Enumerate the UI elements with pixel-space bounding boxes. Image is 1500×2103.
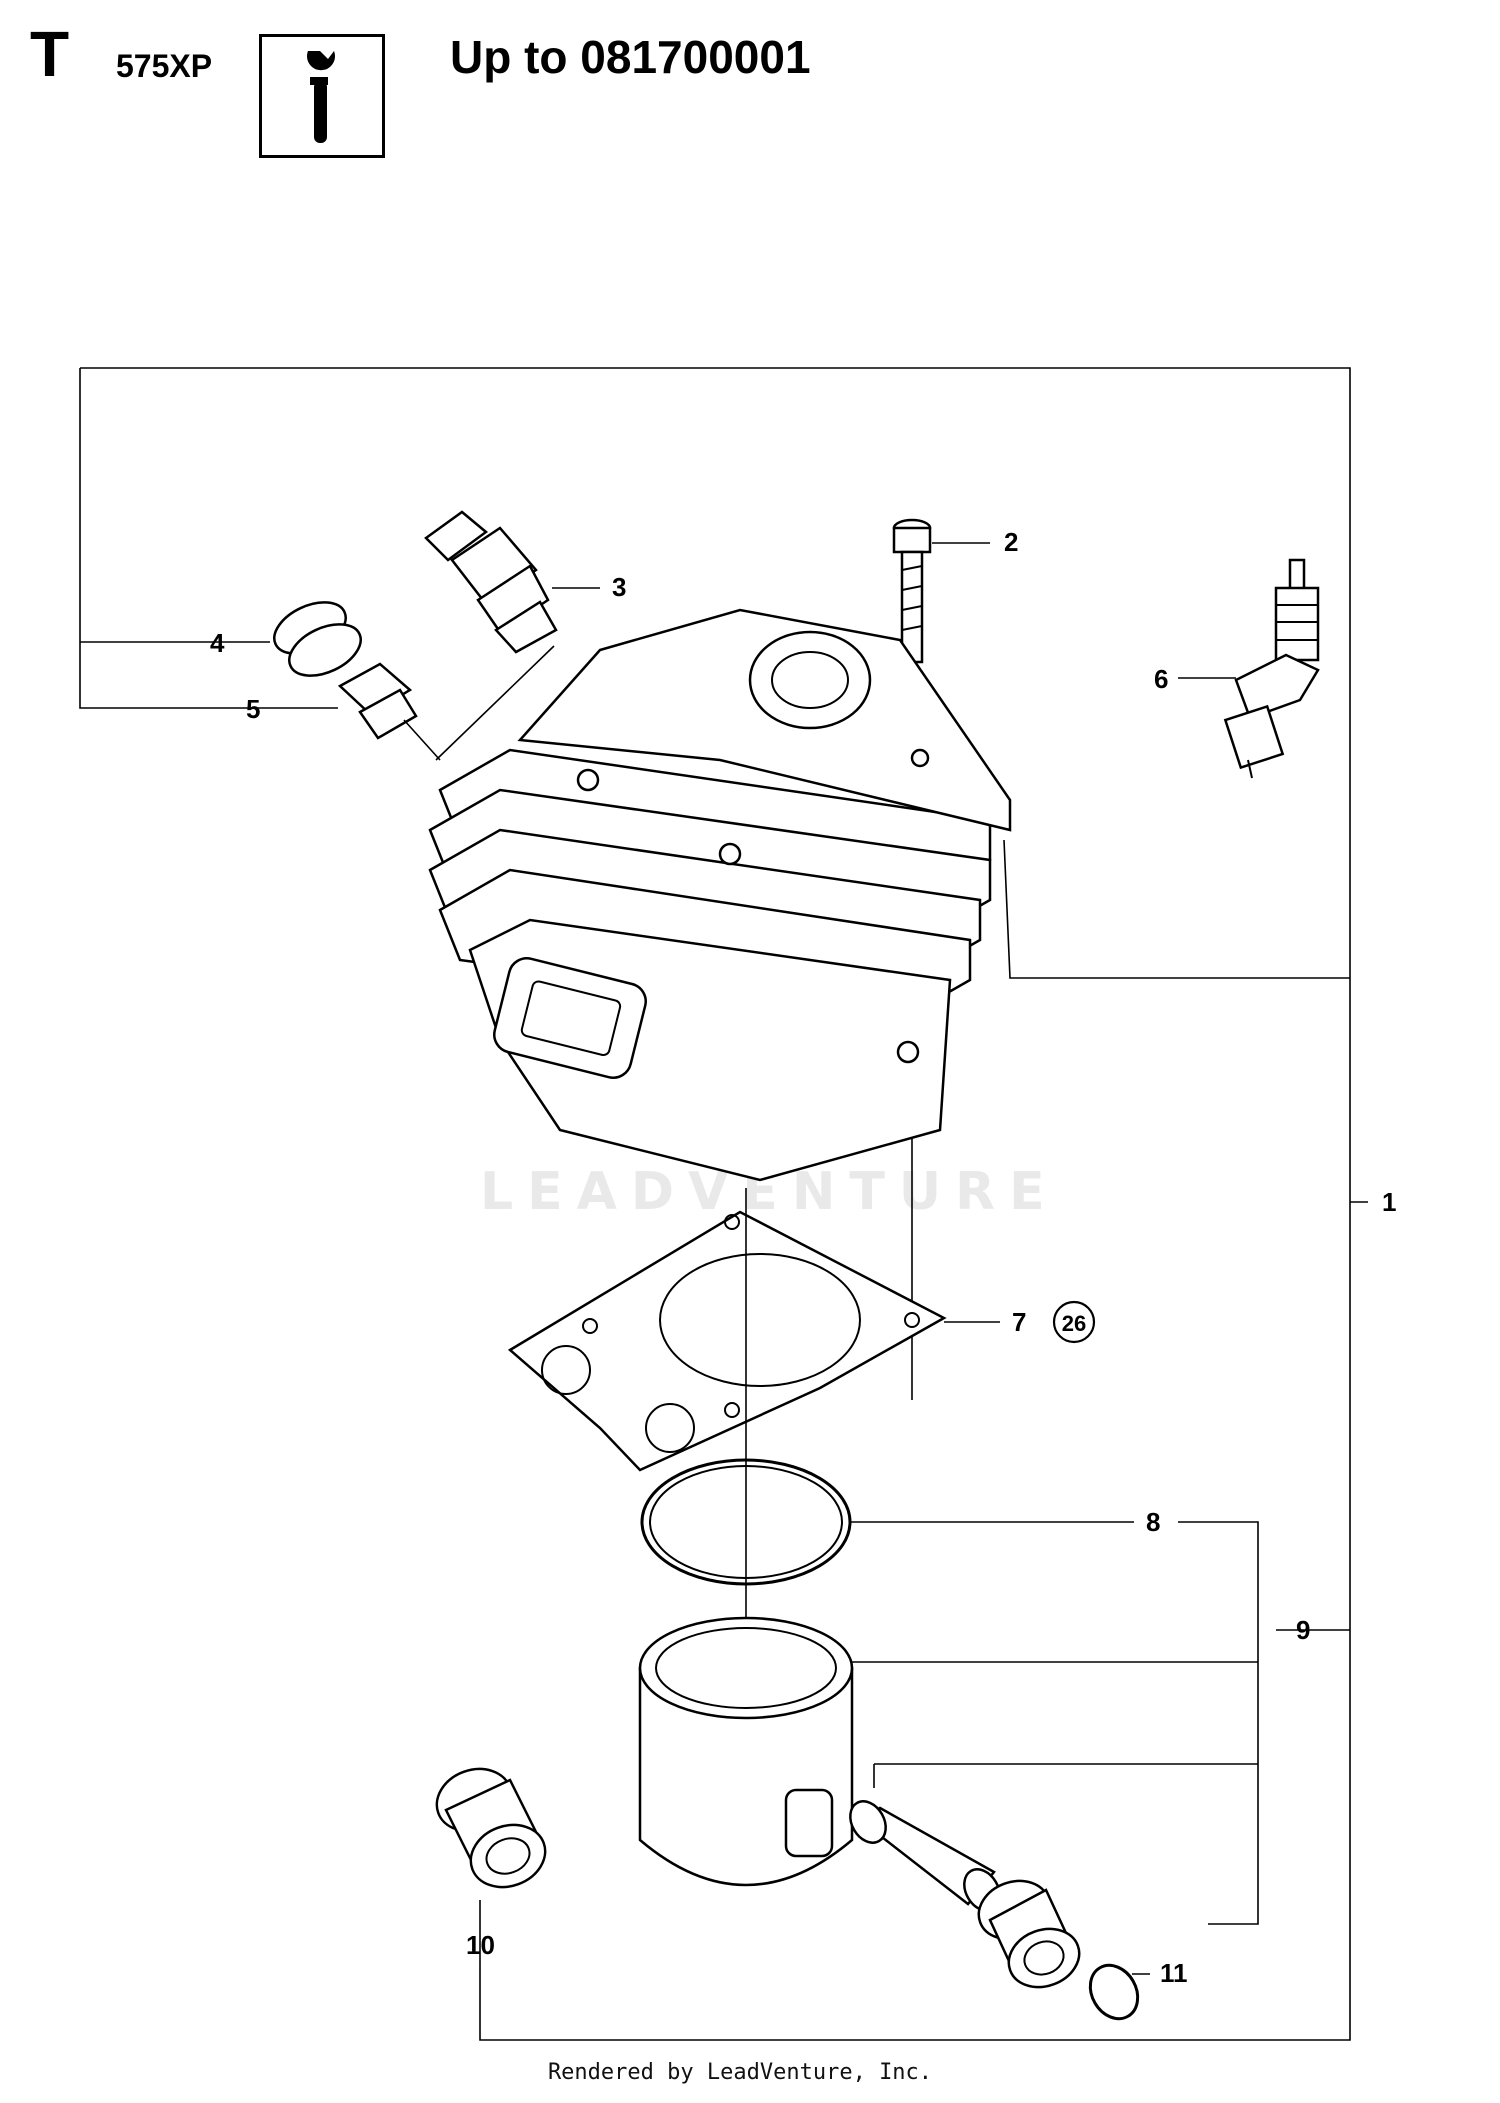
cylinder-gasket [507, 1210, 947, 1472]
model-label: 575XP [116, 48, 213, 84]
cylinder [428, 608, 1012, 1182]
piston [638, 1616, 854, 1887]
callout-5: 5 [246, 694, 260, 724]
callout-7-badge: 26 [1062, 1311, 1086, 1336]
callout-7-badge-ring [1052, 1300, 1096, 1344]
needle-bearing-pin [977, 1879, 1081, 1989]
cylinder-screw [892, 518, 932, 664]
callout-10: 10 [466, 1930, 495, 1960]
section-letter: T [30, 18, 70, 90]
callout-4: 4 [210, 628, 225, 658]
footer-credit: Rendered by LeadVenture, Inc. [547, 2060, 933, 2085]
spark-plug [1223, 558, 1320, 779]
valve-plug [337, 662, 418, 740]
callout-8: 8 [1146, 1507, 1160, 1537]
callout-3: 3 [612, 572, 626, 602]
info-icon [259, 34, 385, 158]
decompression-valve [424, 510, 558, 654]
piston-pin [849, 1800, 1001, 1912]
circlip [1088, 1963, 1140, 2021]
callout-6: 6 [1154, 664, 1168, 694]
serial-range: Up to 081700001 [450, 31, 811, 83]
needle-bearing-small-end [435, 1767, 547, 1889]
callout-7: 7 [1012, 1307, 1026, 1337]
callout-2: 2 [1004, 527, 1018, 557]
callout-11: 11 [1160, 1958, 1188, 1988]
valve-cap [273, 601, 362, 677]
callout-9: 9 [1296, 1615, 1310, 1645]
callout-1: 1 [1382, 1187, 1396, 1217]
